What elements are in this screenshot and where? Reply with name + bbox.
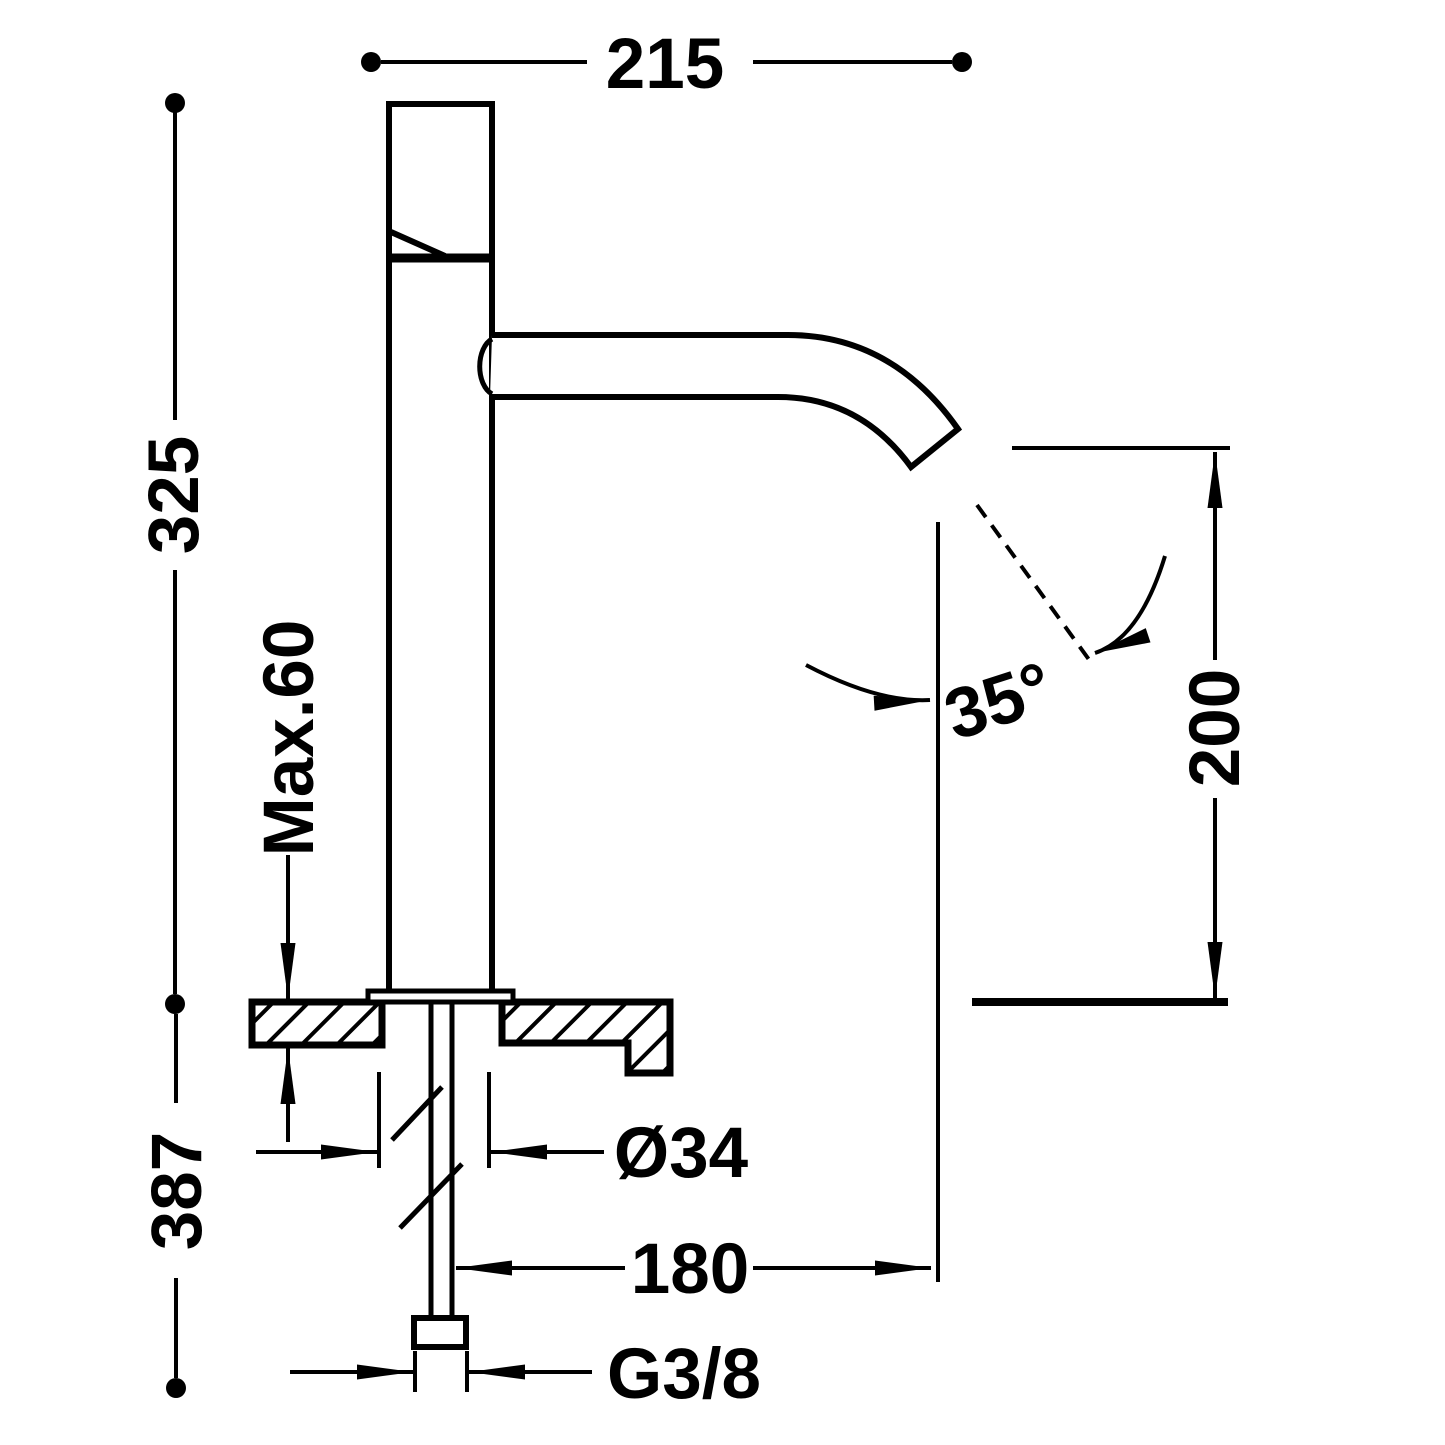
dim-outlet-height-label: 200 <box>1176 669 1255 787</box>
dim-outlet-reach-label: 180 <box>631 1230 749 1309</box>
angle-arc-left <box>805 663 931 711</box>
dim-endpoint-dot <box>952 52 972 72</box>
dim-counter-thickness: Max.60 <box>250 620 329 1142</box>
spout <box>490 332 963 472</box>
spout-joint-arc <box>477 336 494 397</box>
dim-hole-diameter: Ø34 <box>256 1072 749 1193</box>
countertop-right-section <box>498 998 674 1077</box>
inlet-fitting <box>411 1315 469 1350</box>
dim-outlet-height: 200 <box>972 446 1255 1006</box>
dim-counter-thickness-label: Max.60 <box>250 620 329 857</box>
dim-spout-angle-label: 35° <box>935 647 1062 755</box>
base-flange <box>365 988 516 1005</box>
faucet-outline <box>248 101 963 1350</box>
dim-endpoint-dot <box>166 1378 186 1398</box>
handle-lever-edge <box>389 229 447 259</box>
countertop-left-section <box>248 998 386 1049</box>
dim-body-height-label: 325 <box>135 436 214 554</box>
dim-thread: G3/8 <box>290 1335 761 1414</box>
dim-hole-diameter-label: Ø34 <box>614 1114 749 1193</box>
dim-endpoint-dot <box>165 93 185 113</box>
dim-total-height: 387 <box>138 1014 217 1398</box>
pipe-break-mark-upper <box>390 1085 444 1142</box>
angle-arc-right <box>1094 555 1167 655</box>
dim-spout-angle: 35° <box>805 503 1167 1282</box>
angle-axis-dashed <box>975 503 1092 663</box>
dim-outlet-reach: 180 <box>456 1230 931 1309</box>
dim-top-width: 215 <box>361 25 972 104</box>
dim-thread-label: G3/8 <box>607 1335 761 1414</box>
dim-total-height-label: 387 <box>138 1132 217 1250</box>
dim-endpoint-dot <box>165 994 185 1014</box>
dim-endpoint-dot <box>361 52 381 72</box>
dim-body-height: 325 <box>135 93 214 1014</box>
pipe-break-mark-lower <box>398 1162 464 1230</box>
dim-top-width-label: 215 <box>606 25 724 104</box>
